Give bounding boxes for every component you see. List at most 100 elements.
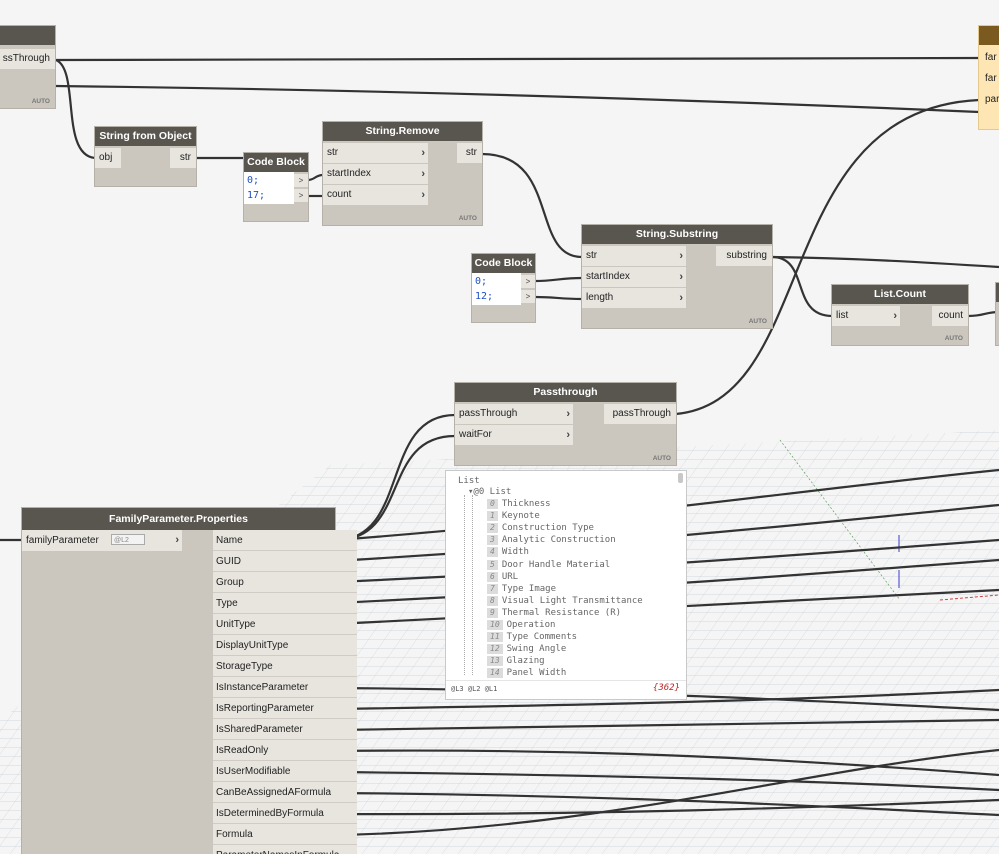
code-editor[interactable]: 0; 12; xyxy=(472,273,521,305)
node-title[interactable]: String.Remove xyxy=(323,122,482,141)
node-title[interactable]: Code Block xyxy=(472,254,535,273)
input-port[interactable]: far xyxy=(985,73,997,84)
item-value: Construction Type xyxy=(501,523,594,534)
output-port-unittype[interactable]: UnitType xyxy=(213,614,357,635)
output-port-passthrough[interactable]: passThrough xyxy=(604,404,676,424)
port-label: str xyxy=(586,250,598,261)
output-port-str[interactable]: str xyxy=(457,143,482,163)
preview-sublist-label[interactable]: ▾@0 List xyxy=(468,486,511,498)
input-port-obj[interactable]: obj xyxy=(95,148,121,168)
output-port-count[interactable]: count xyxy=(932,306,968,326)
input-port-str[interactable]: str› xyxy=(323,143,428,163)
output-port-substring[interactable]: substring xyxy=(716,246,772,266)
item-index: 9 xyxy=(487,607,498,618)
port-label: list xyxy=(836,310,849,321)
output-port-guid[interactable]: GUID xyxy=(213,551,357,572)
input-port-str[interactable]: str› xyxy=(582,246,686,266)
output-port-isinstanceparameter[interactable]: IsInstanceParameter xyxy=(213,677,357,698)
offscreen-node[interactable] xyxy=(996,283,999,345)
item-index: 0 xyxy=(487,499,498,509)
input-port-count[interactable]: count› xyxy=(323,185,428,205)
output-port-parameternamesinformula[interactable]: ParameterNamesInFormula xyxy=(213,845,357,854)
output-port-type[interactable]: Type xyxy=(213,593,357,614)
familyparameter-properties-node[interactable]: FamilyParameter.Properties familyParamet… xyxy=(22,508,357,854)
node-header[interactable] xyxy=(979,26,999,45)
output-port-passthrough[interactable]: ssThrough xyxy=(0,49,55,69)
input-port-waitfor[interactable]: waitFor› xyxy=(455,425,573,445)
output-port-line-1[interactable]: > xyxy=(521,275,535,288)
output-port-line-2[interactable]: > xyxy=(294,189,308,202)
lacing-auto-label: AUTO xyxy=(652,455,671,462)
node-header[interactable] xyxy=(0,26,55,45)
output-port-name[interactable]: Name xyxy=(213,530,357,551)
string-from-object-node[interactable]: String from Object obj str xyxy=(95,127,196,186)
item-value: Thickness xyxy=(501,499,551,509)
node-title[interactable]: List.Count xyxy=(832,285,968,304)
chevron-right-icon: › xyxy=(421,168,425,180)
output-port-group[interactable]: Group xyxy=(213,572,357,593)
input-port-startindex[interactable]: startIndex› xyxy=(582,267,686,287)
node-title[interactable]: String.Substring xyxy=(582,225,772,244)
output-port-line-1[interactable]: > xyxy=(294,174,308,187)
input-port[interactable]: far xyxy=(985,52,997,63)
item-index: 7 xyxy=(487,583,498,594)
code-line: 0; xyxy=(475,276,488,287)
item-value: Glazing xyxy=(506,656,545,667)
output-port-isusermodifiable[interactable]: IsUserModifiable xyxy=(213,761,357,782)
string-remove-node[interactable]: String.Remove str› startIndex› count› st… xyxy=(323,122,482,225)
string-substring-node[interactable]: String.Substring str› startIndex› length… xyxy=(582,225,772,328)
input-port-familyparameter[interactable]: familyParameter @L2 › xyxy=(22,530,182,551)
output-port-line-2[interactable]: > xyxy=(521,290,535,303)
list-levels-label[interactable]: @L3 @L2 @L1 xyxy=(451,685,498,693)
output-port-isdeterminedbyformula[interactable]: IsDeterminedByFormula xyxy=(213,803,357,824)
lacing-selector[interactable]: @L2 xyxy=(111,534,145,545)
port-label: count xyxy=(327,189,352,200)
output-port-isreportingparameter[interactable]: IsReportingParameter xyxy=(213,698,357,719)
output-port-canbeassignedaformula[interactable]: CanBeAssignedAFormula xyxy=(213,782,357,803)
input-port-startindex[interactable]: startIndex› xyxy=(323,164,428,184)
output-port-formula[interactable]: Formula xyxy=(213,824,357,845)
output-port-storagetype[interactable]: StorageType xyxy=(213,656,357,677)
input-port-passthrough[interactable]: passThrough› xyxy=(455,404,573,424)
input-port-list[interactable]: list › xyxy=(832,306,900,326)
node-title[interactable]: FamilyParameter.Properties xyxy=(22,508,335,530)
chevron-right-icon: › xyxy=(893,310,897,322)
output-port-str[interactable]: str xyxy=(170,148,196,168)
code-block-node-2[interactable]: Code Block 0; 12; > > xyxy=(472,254,535,322)
list-count-node[interactable]: List.Count list› count AUTO xyxy=(832,285,968,345)
passthrough-node[interactable]: Passthrough passThrough› waitFor› passTh… xyxy=(455,383,676,465)
preview-root-label: List xyxy=(458,476,480,486)
item-index: 1 xyxy=(487,511,498,522)
node-title[interactable]: Passthrough xyxy=(455,383,676,402)
preview-scrollbar[interactable] xyxy=(678,473,683,483)
right-node-offscreen[interactable]: far far par xyxy=(979,26,999,129)
item-count-label: {362} xyxy=(652,683,680,693)
expand-arrow-icon[interactable]: ▾ xyxy=(468,487,474,497)
item-value: Type Image xyxy=(501,583,557,594)
output-port-issharedparameter[interactable]: IsSharedParameter xyxy=(213,719,357,740)
item-value: Type Comments xyxy=(506,632,578,643)
passthrough-node-left[interactable]: ssThrough AUTO xyxy=(0,26,55,108)
input-port-length[interactable]: length› xyxy=(582,288,686,308)
output-port-displayunittype[interactable]: DisplayUnitType xyxy=(213,635,357,656)
code-block-node-1[interactable]: Code Block 0; 17; > > xyxy=(244,153,308,221)
chevron-right-icon: › xyxy=(679,292,683,304)
node-header[interactable] xyxy=(996,283,999,302)
item-index: 5 xyxy=(487,559,498,570)
input-port[interactable]: par xyxy=(985,94,999,105)
node-title[interactable]: String from Object xyxy=(95,127,196,146)
node-title[interactable]: Code Block xyxy=(244,153,308,172)
chevron-right-icon: › xyxy=(566,429,570,441)
output-port-isreadonly[interactable]: IsReadOnly xyxy=(213,740,357,761)
code-editor[interactable]: 0; 17; xyxy=(244,172,294,204)
